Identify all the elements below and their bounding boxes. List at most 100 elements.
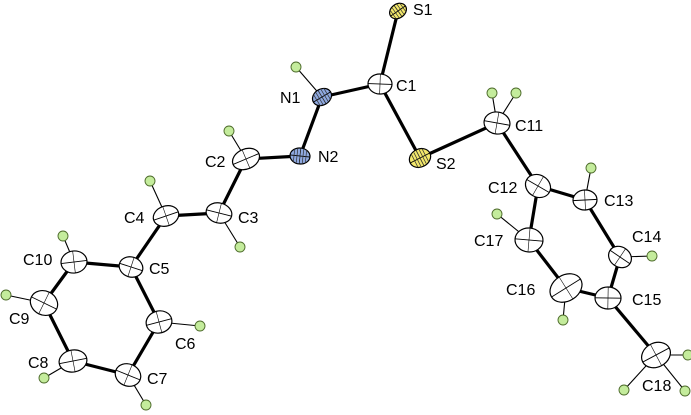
atom-label-n1: N1 <box>280 90 301 107</box>
atom-label-c10: C10 <box>23 252 52 269</box>
hydrogen-atom <box>557 314 569 326</box>
atom-c1 <box>367 73 393 95</box>
hydrogen-atom <box>140 399 152 411</box>
ellipsoid-shading <box>318 90 326 104</box>
atom-c9 <box>29 289 59 317</box>
atom-s2 <box>408 147 432 169</box>
atom-c3 <box>205 202 233 224</box>
ellipsoid-shading <box>396 4 405 15</box>
ellipsoid-shading <box>295 148 299 163</box>
hydrogen-bonds-layer <box>5 66 689 406</box>
ellipsoid-axis <box>584 189 586 211</box>
atom-label-n2: N2 <box>318 149 339 166</box>
atom-label-s2: S2 <box>436 156 456 173</box>
atom-c12 <box>524 173 552 199</box>
atom-c8 <box>58 349 88 373</box>
atom-c5 <box>118 256 144 278</box>
ellipsoid-axis <box>532 176 544 196</box>
atom-c4 <box>152 205 180 227</box>
ellipsoid-axis <box>38 292 50 314</box>
ellipsoid-shading <box>418 149 427 164</box>
atom-label-c18: C18 <box>642 378 671 395</box>
atom-label-c9: C9 <box>9 311 30 328</box>
atom-c13 <box>572 189 598 211</box>
atom-label-c16: C16 <box>506 282 535 299</box>
ellipsoid-axis <box>614 248 626 266</box>
hydrogen-atom <box>486 87 498 99</box>
atom-n2 <box>289 147 311 165</box>
hydrogen-atom <box>223 125 235 137</box>
bond-n1-n2 <box>298 95 324 158</box>
atom-label-c2: C2 <box>205 154 226 171</box>
bond-c1-s2 <box>378 82 422 160</box>
atom-c7 <box>114 363 142 387</box>
atom-label-c6: C6 <box>175 336 196 353</box>
ellipsoid-axis <box>650 344 662 366</box>
hydrogen-atom <box>194 320 206 332</box>
ellipsoid-shading <box>323 87 331 100</box>
atom-label-c7: C7 <box>147 371 168 388</box>
atom-c11 <box>483 111 511 135</box>
atom-label-c5: C5 <box>149 261 170 278</box>
ellipsoid-shading <box>413 152 422 167</box>
ellipsoid-shading <box>416 151 424 165</box>
atom-c6 <box>145 310 173 334</box>
atom-label-c3: C3 <box>238 210 259 227</box>
bond-s2-c11 <box>418 121 499 160</box>
ellipsoid-axis <box>72 251 76 273</box>
atom-label-s1: S1 <box>413 2 433 19</box>
ellipsoid-shading <box>298 149 302 163</box>
atom-c15 <box>594 286 622 310</box>
ellipsoid-axis <box>558 276 574 300</box>
hydrogen-atom <box>0 289 12 301</box>
hydrogen-atom <box>679 385 691 397</box>
hydrogen-atom <box>234 241 246 253</box>
hydrogen-atom <box>38 372 50 384</box>
ellipsoid-shading <box>313 94 321 107</box>
hydrogen-atom <box>491 208 503 220</box>
atom-c14 <box>607 245 633 269</box>
atom-label-c1: C1 <box>396 78 417 95</box>
ellipsoid-shading <box>399 2 407 13</box>
atom-label-c14: C14 <box>632 229 661 246</box>
ellipsoid-shading <box>394 5 402 17</box>
ellipsoid-shading <box>304 149 308 164</box>
atom-c17 <box>514 227 544 253</box>
ellipsoid-shading <box>315 92 324 105</box>
ellipsoid-axis <box>494 112 500 134</box>
hydrogen-atom <box>618 384 630 396</box>
ellipsoid-shading <box>389 9 397 20</box>
hydrogen-atom <box>510 87 522 99</box>
ellipsoid-shading <box>301 149 305 164</box>
ellipsoid-shading <box>292 148 296 163</box>
atom-label-c4: C4 <box>124 210 145 227</box>
ellipsoid-shading <box>320 89 329 102</box>
ellipsoid-shading <box>421 148 430 163</box>
hydrogen-atoms-layer <box>0 61 691 411</box>
ellipsoid-axis <box>241 149 251 169</box>
atom-label-c15: C15 <box>632 292 661 309</box>
hydrogen-atom <box>144 175 156 187</box>
ellipsoid-shading <box>391 7 400 18</box>
ellipsoid-axis <box>162 206 170 226</box>
atom-label-c17: C17 <box>474 233 503 250</box>
ellipsoid-axis <box>155 311 163 333</box>
atom-n1 <box>311 87 333 107</box>
atom-c10 <box>60 250 88 274</box>
atoms-layer <box>29 2 671 387</box>
hydrogen-atom <box>57 230 69 242</box>
atom-s1 <box>389 2 407 20</box>
atom-c18 <box>641 341 671 369</box>
hydrogen-atom <box>290 61 302 73</box>
ellipsoid-axis <box>70 350 76 372</box>
ellipsoid-axis <box>127 257 135 277</box>
hydrogen-atom <box>682 349 691 361</box>
atom-label-c8: C8 <box>28 355 49 372</box>
ellipsoid-axis <box>527 228 531 252</box>
atom-label-c11: C11 <box>515 118 543 135</box>
ellipsoid-axis <box>123 364 133 386</box>
atom-c16 <box>549 273 583 303</box>
atom-label-c12: C12 <box>488 180 517 197</box>
